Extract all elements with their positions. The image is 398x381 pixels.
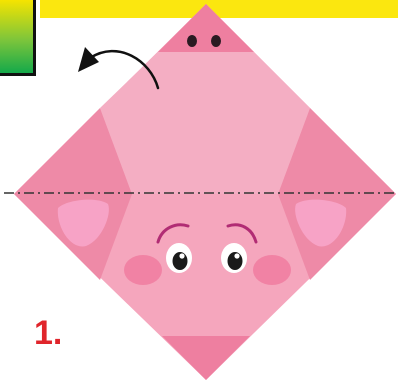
left-nostril	[187, 35, 197, 47]
nose-flap	[158, 4, 254, 52]
left-cheek	[124, 255, 162, 285]
left-eye-highlight	[179, 253, 184, 258]
right-cheek	[253, 255, 291, 285]
right-eye-highlight	[234, 253, 239, 258]
step-number: 1.	[34, 316, 62, 350]
right-nostril	[211, 35, 221, 47]
bottom-flap	[162, 336, 250, 380]
upper-panel	[100, 52, 310, 194]
